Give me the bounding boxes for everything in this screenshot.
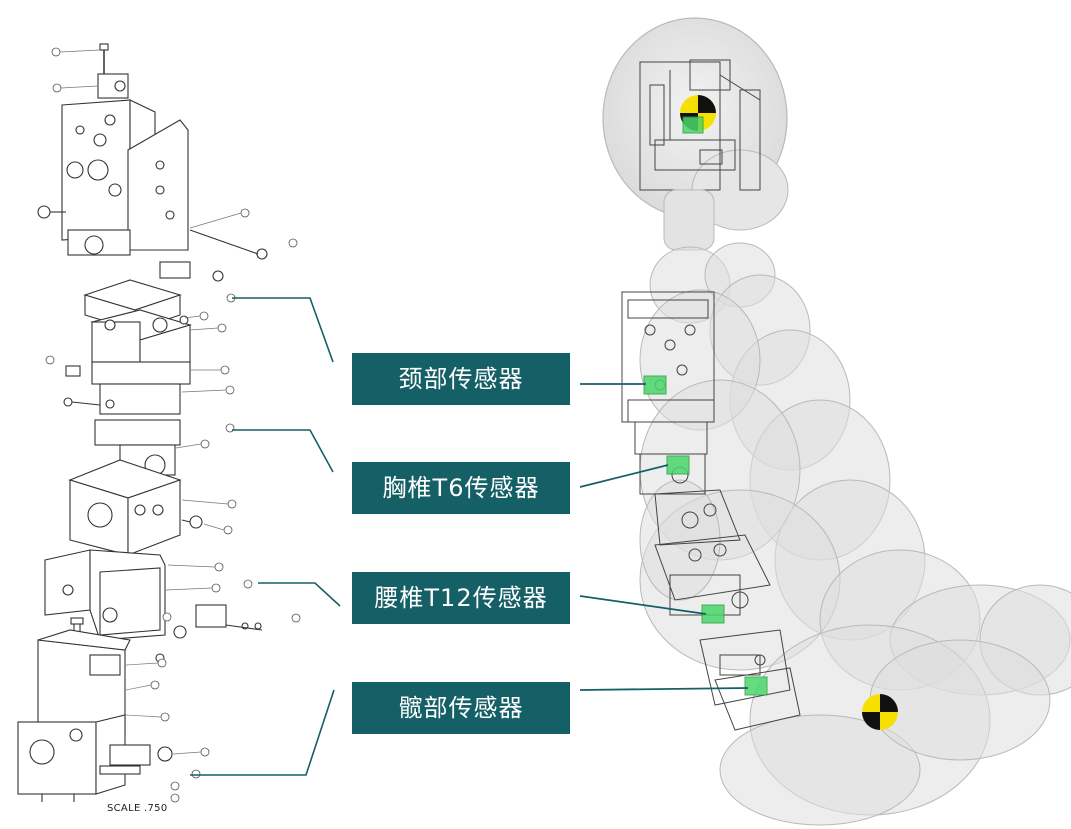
pelvis-sensor-marker <box>744 676 768 696</box>
neck-sensor-label: 颈部传感器 <box>352 353 570 405</box>
crash-dummy-side-view <box>602 17 1071 826</box>
pelvis-sensor-label: 髋部传感器 <box>352 682 570 734</box>
thoracic-t6-sensor-marker <box>666 455 690 475</box>
exploded-spine-assembly-drawing <box>17 43 301 803</box>
sensor-markers <box>643 375 768 696</box>
lumbar-t12-sensor-label: 腰椎T12传感器 <box>352 572 570 624</box>
drawing-scale-text: SCALE .750 <box>107 803 168 814</box>
drawing-leader-lines <box>190 297 341 776</box>
thoracic-t6-sensor-label: 胸椎T6传感器 <box>352 462 570 514</box>
hip-target-marker <box>862 694 898 730</box>
neck-sensor-marker <box>643 375 667 395</box>
sensor-leader-lines <box>579 383 749 691</box>
